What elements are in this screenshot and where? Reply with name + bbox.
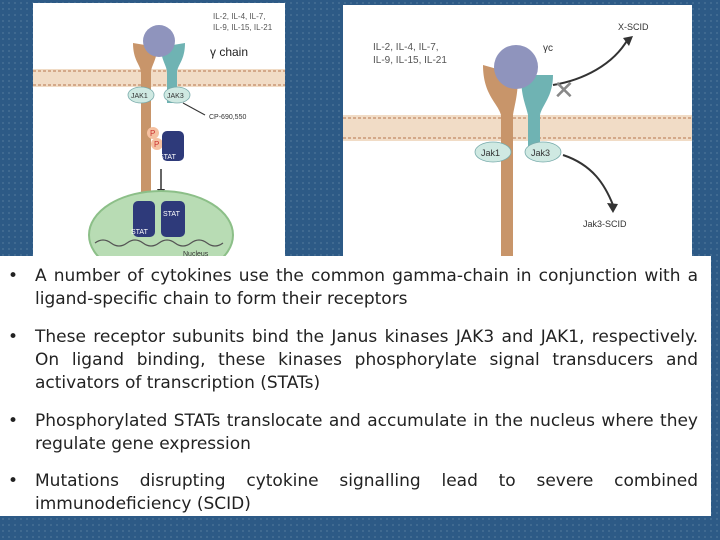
right-jak3-label: Jak3 <box>531 148 550 158</box>
left-phospho-1 <box>147 127 159 139</box>
left-jak3 <box>163 86 191 104</box>
left-ligand-chain <box>133 43 157 203</box>
bullet-text-2: These receptor subunits bind the Janus k… <box>35 327 698 393</box>
bullet-item-1: • A number of cytokines use the common g… <box>8 265 698 311</box>
bullet-text-box: • A number of cytokines use the common g… <box>0 256 711 516</box>
right-membrane <box>343 115 692 141</box>
left-phospho-label-2: P <box>154 140 159 149</box>
right-jak1 <box>474 141 512 163</box>
right-jak3scid-label: Jak3-SCID <box>583 219 627 229</box>
left-stat-nuclear-2 <box>161 201 185 237</box>
bullet-item-4: • Mutations disrupting cytokine signalli… <box>8 470 698 516</box>
left-jak1-label: JAK1 <box>131 93 148 100</box>
left-stat-nuclear-1 <box>133 201 155 237</box>
bullet-item-2: • These receptor subunits bind the Janus… <box>8 326 698 395</box>
bullet-symbol: • <box>8 327 19 347</box>
right-jak3scid-arrow <box>562 154 614 206</box>
left-stat-label-3: STAT <box>131 229 149 236</box>
right-block-mark: ✕ <box>553 75 575 105</box>
bullet-symbol: • <box>8 266 19 286</box>
right-jak3scid-arrowhead <box>607 203 618 213</box>
right-jak1-label: Jak1 <box>481 148 500 158</box>
left-inhibitor-line <box>182 102 206 116</box>
left-signalling-diagram: IL-2, IL-4, IL-7, IL-9, IL-15, IL-21 γ c… <box>33 3 285 259</box>
left-cytokine-ball <box>143 25 175 57</box>
left-gamma-chain-label: γ chain <box>210 45 248 59</box>
left-membrane <box>33 69 285 87</box>
left-cytokines-line2: IL-9, IL-15, IL-21 <box>213 23 273 32</box>
right-scid-diagram: IL-2, IL-4, IL-7, IL-9, IL-15, IL-21 γc … <box>343 5 692 257</box>
bullet-text-3: Phosphorylated STATs translocate and acc… <box>35 411 698 454</box>
right-diagram-svg: IL-2, IL-4, IL-7, IL-9, IL-15, IL-21 γc … <box>343 22 692 257</box>
bullet-item-3: • Phosphorylated STATs translocate and a… <box>8 410 698 456</box>
right-jak3 <box>524 141 562 163</box>
left-phospho-2 <box>151 138 163 150</box>
right-cytokine-ball <box>494 45 538 89</box>
left-inhibitor-label: CP-690,550 <box>209 114 246 121</box>
bullet-symbol: • <box>8 411 19 431</box>
left-cytokines-line1: IL-2, IL-4, IL-7, <box>213 12 265 21</box>
right-xscid-arrowhead <box>623 36 633 46</box>
left-phospho-label-1: P <box>150 129 155 138</box>
right-gamma-c-label: γc <box>543 43 553 54</box>
left-nucleus-label: Nucleus <box>183 251 209 258</box>
left-jak3-label: JAK3 <box>167 93 184 100</box>
right-xscid-label: X-SCID <box>618 22 649 32</box>
bullet-text-4: Mutations disrupting cytokine signalling… <box>35 471 698 514</box>
left-gamma-chain <box>161 43 185 103</box>
right-ligand-chain <box>483 65 518 257</box>
left-diagram-svg: IL-2, IL-4, IL-7, IL-9, IL-15, IL-21 γ c… <box>33 12 285 259</box>
right-xscid-arrow <box>552 38 629 86</box>
left-dna <box>94 239 224 247</box>
bullet-text-1: A number of cytokines use the common gam… <box>35 266 698 309</box>
left-stat-cytoplasm <box>162 131 184 161</box>
left-stat-label-2: STAT <box>163 211 181 218</box>
right-gamma-c-chain <box>521 75 553 157</box>
right-cytokines-line2: IL-9, IL-15, IL-21 <box>373 55 447 66</box>
bullet-symbol: • <box>8 471 19 491</box>
left-stat-label-1: STAT <box>159 154 177 161</box>
right-cytokines-line1: IL-2, IL-4, IL-7, <box>373 42 439 53</box>
left-jak1 <box>127 86 155 104</box>
